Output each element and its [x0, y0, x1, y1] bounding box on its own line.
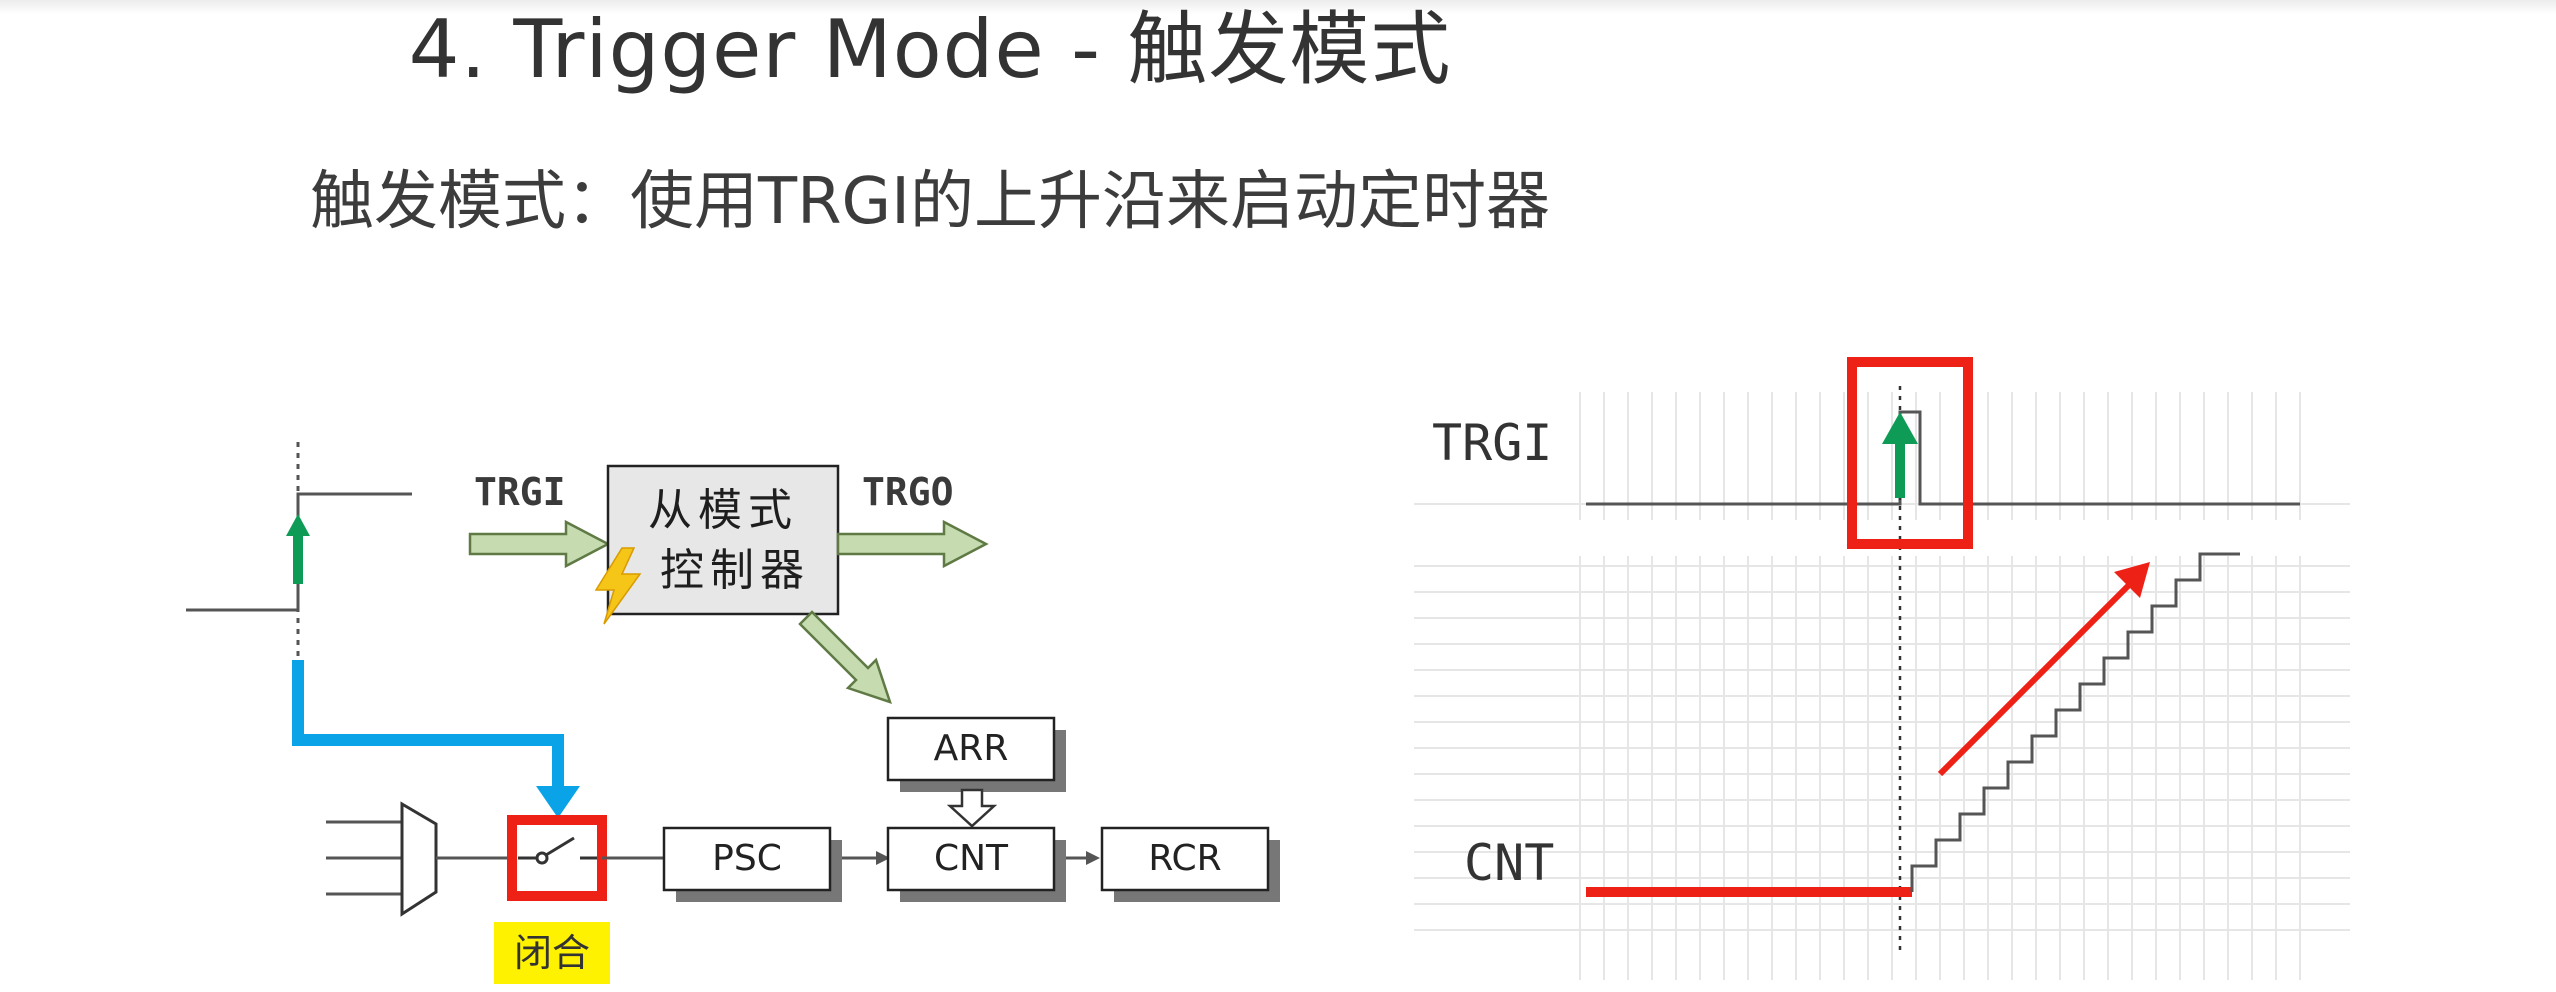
trgo-output-label: TRGO	[862, 470, 954, 514]
psc-box	[662, 826, 832, 892]
trgo-output-arrow	[836, 519, 989, 569]
timing-cnt-label: CNT	[1464, 834, 1555, 892]
rcr-box	[1100, 826, 1270, 892]
trigger-path-blue	[292, 660, 580, 818]
rcr-label: RCR	[1148, 838, 1222, 879]
psc-label: PSC	[712, 838, 782, 879]
trigger-highlight-box	[1847, 357, 1973, 549]
page-subtitle: 触发模式：使用TRGI的上升沿来启动定时器	[309, 165, 1551, 239]
lightning-icon	[594, 547, 642, 625]
timing-grid	[1414, 392, 2350, 980]
rising-edge-arrow-icon	[1882, 412, 1918, 498]
cnt-box	[886, 826, 1056, 892]
switch-closed-badge: 闭合	[494, 922, 610, 984]
page-title: 4. Trigger Mode - 触发模式	[408, 3, 1452, 96]
arr-box	[886, 716, 1056, 782]
top-bar	[0, 0, 2556, 14]
rising-edge-arrow-icon	[286, 514, 310, 584]
switch-icon	[518, 836, 600, 865]
trgi-input-label: TRGI	[474, 470, 566, 514]
arr-to-cnt-arrow	[946, 788, 998, 828]
mux-input-lines	[326, 820, 402, 896]
cnt-staircase	[1910, 552, 2240, 892]
cnt-label: CNT	[933, 838, 1009, 879]
controller-to-cnt-arrow	[798, 610, 892, 704]
trgi-input-arrow	[468, 519, 611, 569]
controller-label-line1: 从模式	[648, 485, 798, 536]
input-mux	[400, 801, 438, 917]
timing-trgi-label: TRGI	[1432, 414, 1553, 472]
controller-label-line2: 控制器	[660, 545, 810, 596]
trgi-signal	[1586, 410, 2300, 506]
arr-label: ARR	[933, 728, 1009, 769]
count-up-arrow-icon	[1937, 562, 2150, 777]
